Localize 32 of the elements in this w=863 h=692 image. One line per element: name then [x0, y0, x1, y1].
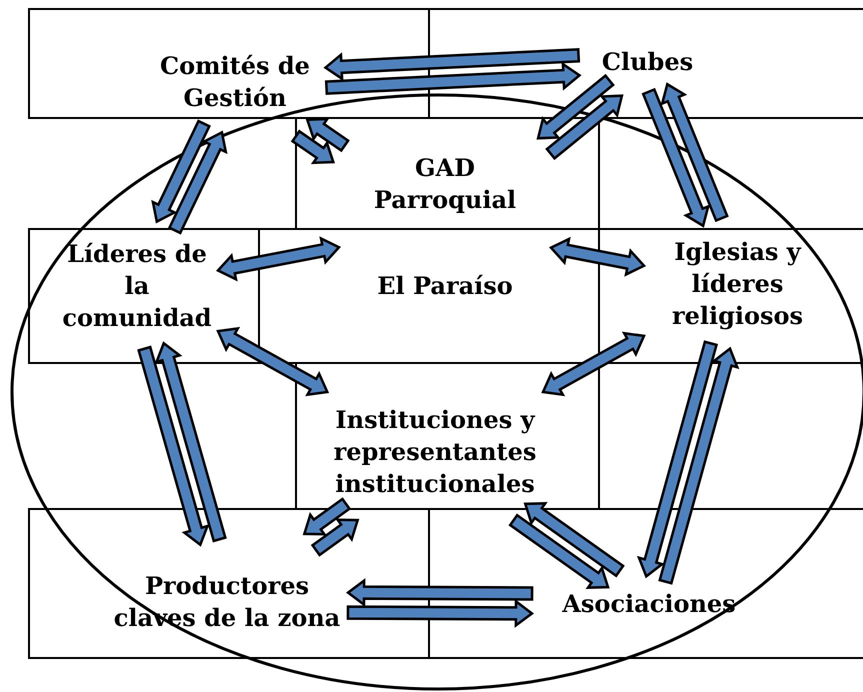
block-arrow — [508, 514, 610, 589]
block-arrow — [306, 118, 350, 152]
block-arrow — [151, 119, 211, 224]
block-arrow — [154, 341, 227, 542]
node-label: Clubes — [602, 46, 694, 78]
block-arrow — [541, 332, 646, 396]
node-label: Iglesias y líderes religiosos — [670, 236, 804, 332]
block-arrow — [137, 346, 210, 547]
block-arrow — [545, 94, 624, 160]
block-arrow — [524, 502, 625, 578]
block-arrow — [324, 62, 582, 95]
block-arrow — [168, 130, 228, 235]
block-arrow — [290, 130, 336, 164]
block-arrow — [216, 326, 330, 396]
block-arrow — [636, 340, 718, 578]
block-arrow — [658, 346, 740, 585]
node-label: Asociaciones — [562, 588, 736, 620]
node-label: Líderes de la comunidad — [62, 238, 212, 334]
block-arrow — [346, 598, 534, 628]
block-arrow — [660, 82, 729, 222]
block-arrow — [323, 48, 580, 82]
block-arrow — [302, 497, 352, 536]
node-label: El Paraíso — [377, 270, 513, 302]
block-arrow — [310, 518, 360, 557]
block-arrow — [346, 578, 534, 608]
block-arrow — [216, 236, 342, 282]
block-arrow — [536, 74, 615, 140]
block-arrow — [642, 88, 710, 228]
node-label: Instituciones y representantes institucionales — [332, 404, 538, 500]
block-arrow — [548, 236, 646, 277]
node-label: GAD Parroquial — [372, 152, 518, 216]
node-label: Comités de Gestión — [159, 50, 311, 114]
